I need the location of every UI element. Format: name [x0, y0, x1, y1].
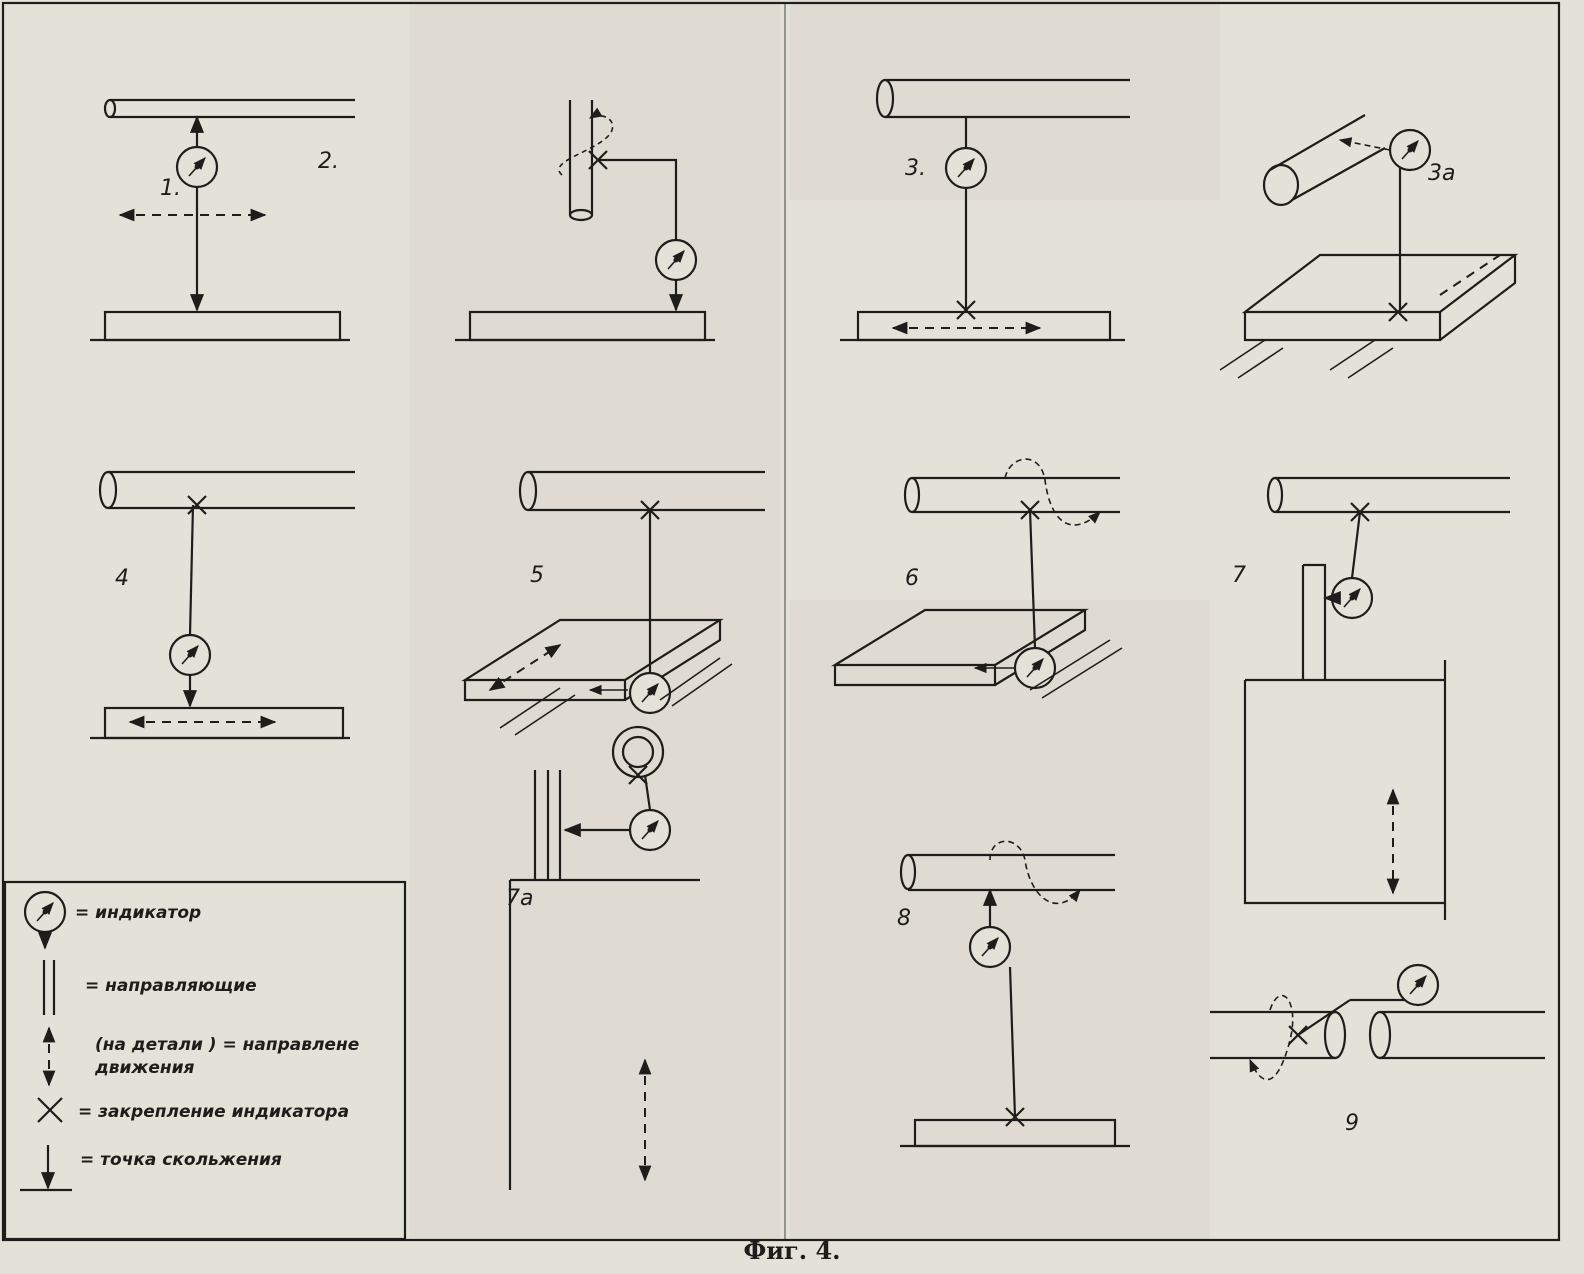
legend-slide-point: = точка скольжения: [80, 1150, 282, 1170]
diagram-label: 7: [1232, 563, 1246, 588]
slide-point-symbol-icon: [20, 1145, 72, 1192]
diagram-1: 1.: [90, 98, 355, 342]
diagram-label: 4: [115, 566, 129, 591]
guides-symbol-icon: [42, 960, 56, 1015]
legend-guides: = направляющие: [85, 976, 257, 996]
diagram-7: 7: [1232, 476, 1510, 920]
legend: = индикатор = направляющие (на детали ) …: [3, 880, 407, 1241]
diagram-3: 3.: [840, 78, 1130, 342]
diagram-label: 9: [1345, 1111, 1359, 1136]
diagram-6: 6: [831, 458, 1123, 699]
legend-clamp: = закрепление индикатора: [78, 1102, 349, 1122]
clamp-symbol-icon: [37, 1097, 63, 1123]
diagram-3a: 3a: [1219, 114, 1519, 379]
figure-caption: Фиг. 4.: [743, 1236, 841, 1265]
diagram-label: 3a: [1428, 161, 1455, 186]
diagram-9: 9: [1210, 965, 1545, 1136]
diagram-label: 2.: [318, 149, 339, 174]
diagram-8: 8: [897, 840, 1130, 1148]
diagram-label: 6: [905, 566, 919, 591]
diagram-4: 4: [90, 470, 355, 740]
figure-frame: [1, 1, 1561, 1242]
legend-indicator: = индикатор: [75, 903, 201, 923]
indicator-symbol-icon: [25, 892, 65, 950]
diagram-label: 5: [530, 563, 544, 588]
legend-direction-cont: движения: [94, 1058, 195, 1078]
diagram-5: 5: [461, 470, 765, 736]
legend-direction: (на детали ) = направлене: [95, 1035, 359, 1055]
diagram-label: 1.: [160, 176, 181, 201]
diagram-label: 8: [897, 906, 911, 931]
diagram-2: 2.: [318, 100, 715, 342]
diagram-7a: 7a: [506, 725, 700, 1190]
background-texture: [410, 0, 1220, 1240]
diagram-label: 3.: [905, 156, 926, 181]
diagram-label: 7a: [506, 886, 533, 911]
